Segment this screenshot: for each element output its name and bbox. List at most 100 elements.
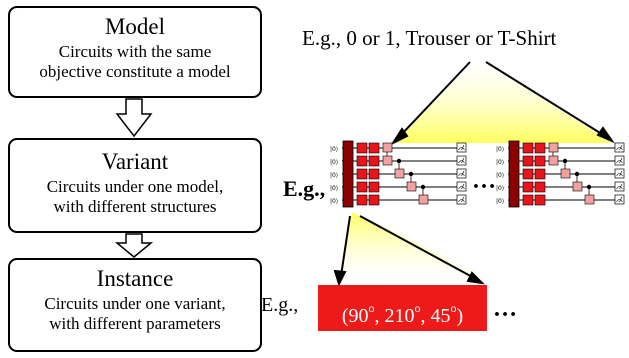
measurement-arc — [616, 147, 623, 151]
rotation-gate — [534, 181, 546, 193]
variant-title: Variant — [101, 149, 169, 174]
param-ellipsis: … — [493, 296, 518, 322]
instance-desc-line1: Circuits under one variant, — [44, 294, 226, 313]
quantum-circuit-2: |0⟩ |0⟩ |0⟩ |0⟩ |0⟩ — [496, 140, 625, 208]
hollow-arrow-model-to-variant — [115, 98, 153, 138]
model-desc-line1: Circuits with the same — [58, 42, 212, 61]
instance-example-prefix: E.g., — [261, 294, 299, 316]
hollow-arrow-variant-to-instance — [114, 233, 154, 258]
measurement-arc — [616, 173, 623, 177]
rotation-gate — [356, 181, 368, 193]
rotation-gate — [368, 155, 380, 167]
measurement-needle — [619, 144, 623, 151]
variant-desc-line1: Circuits under one model, — [46, 177, 224, 196]
model-box: Model Circuits with the same objective c… — [8, 6, 262, 98]
measurement-needle — [461, 144, 465, 151]
variant-desc-line2: with different structures — [53, 197, 217, 216]
measurement-arc — [458, 147, 465, 151]
arrow-circuit-to-params-left — [333, 215, 351, 287]
arrow-circuit-to-params-right — [359, 215, 485, 285]
highlight-cone-labels — [392, 58, 612, 143]
qubit-label: |0⟩ — [496, 172, 504, 179]
measurement-arc — [458, 173, 465, 177]
measurement-arc — [458, 160, 465, 164]
entangling-gate — [418, 194, 429, 205]
rotation-gate — [522, 168, 534, 180]
degree-symbol-2: o — [414, 301, 421, 315]
variant-box: Variant Circuits under one model, with d… — [8, 138, 262, 233]
rotation-gate — [356, 142, 368, 154]
rotation-gate — [534, 155, 546, 167]
rotation-gate — [534, 194, 546, 206]
control-dot — [562, 158, 568, 164]
rotation-gate — [522, 181, 534, 193]
qubit-label: |0⟩ — [330, 159, 338, 166]
circuit-ellipsis: … — [472, 168, 497, 194]
model-example-labels: E.g., 0 or 1, Trouser or T-Shirt — [302, 26, 557, 50]
measurement-needle — [619, 196, 623, 203]
instance-desc-line2: with different parameters — [49, 314, 221, 333]
rotation-gate — [356, 194, 368, 206]
quantum-circuit-1: |0⟩ |0⟩ |0⟩ |0⟩ |0⟩ — [330, 140, 467, 208]
qubit-label: |0⟩ — [330, 198, 338, 205]
variant-example-prefix: E.g., — [283, 176, 326, 201]
rotation-gate — [534, 168, 546, 180]
entangling-gate — [548, 155, 559, 166]
encoder-block — [508, 140, 520, 208]
qubit-label: |0⟩ — [330, 172, 338, 179]
measurement-arc — [616, 160, 623, 164]
rotation-gate — [368, 194, 380, 206]
measurement-needle — [619, 183, 623, 190]
control-dot — [408, 171, 414, 177]
rotation-gate — [522, 142, 534, 154]
measurement-arc — [458, 199, 465, 203]
rotation-gate — [368, 142, 380, 154]
entangling-gate — [572, 181, 583, 192]
qubit-label: |0⟩ — [496, 159, 504, 166]
encoder-block — [342, 140, 354, 208]
instance-title: Instance — [96, 266, 174, 291]
degree-symbol-3: o — [450, 301, 457, 315]
instance-box: Instance Circuits under one variant, wit… — [8, 258, 262, 352]
measurement-needle — [461, 196, 465, 203]
qubit-label: |0⟩ — [496, 146, 504, 153]
param-3: 45 — [430, 305, 451, 327]
rotation-gate — [368, 168, 380, 180]
parameter-tuple: (90o, 210o, 45o) — [318, 285, 487, 331]
entangling-gate — [584, 194, 595, 205]
arrow-labels-to-circuit1 — [390, 61, 471, 146]
rotation-gate — [522, 194, 534, 206]
measurement-arc — [616, 186, 623, 190]
degree-symbol-1: o — [368, 301, 375, 315]
model-desc-line2: objective constitute a model — [39, 62, 231, 81]
param-2: 210 — [384, 305, 415, 327]
entangling-gate — [382, 142, 393, 153]
control-dot — [574, 171, 580, 177]
rotation-gate — [356, 155, 368, 167]
entangling-gate — [382, 155, 393, 166]
control-dot — [420, 184, 426, 190]
qubit-label: |0⟩ — [496, 185, 504, 192]
measurement-needle — [619, 157, 623, 164]
model-title: Model — [104, 14, 166, 39]
qubit-label: |0⟩ — [496, 198, 504, 205]
rotation-gate — [522, 155, 534, 167]
entangling-gate — [560, 168, 571, 179]
measurement-arc — [616, 199, 623, 203]
qubit-label: |0⟩ — [330, 185, 338, 192]
entangling-gate — [548, 142, 559, 153]
qubit-label: |0⟩ — [330, 146, 338, 153]
measurement-needle — [461, 183, 465, 190]
measurement-needle — [461, 170, 465, 177]
rotation-gate — [534, 142, 546, 154]
measurement-needle — [619, 170, 623, 177]
control-dot — [396, 158, 402, 164]
entangling-gate — [394, 168, 405, 179]
arrow-labels-to-circuit2 — [485, 61, 615, 144]
entangling-gate — [406, 181, 417, 192]
measurement-arc — [458, 186, 465, 190]
rotation-gate — [356, 168, 368, 180]
param-1: 90 — [348, 305, 369, 327]
measurement-needle — [461, 157, 465, 164]
